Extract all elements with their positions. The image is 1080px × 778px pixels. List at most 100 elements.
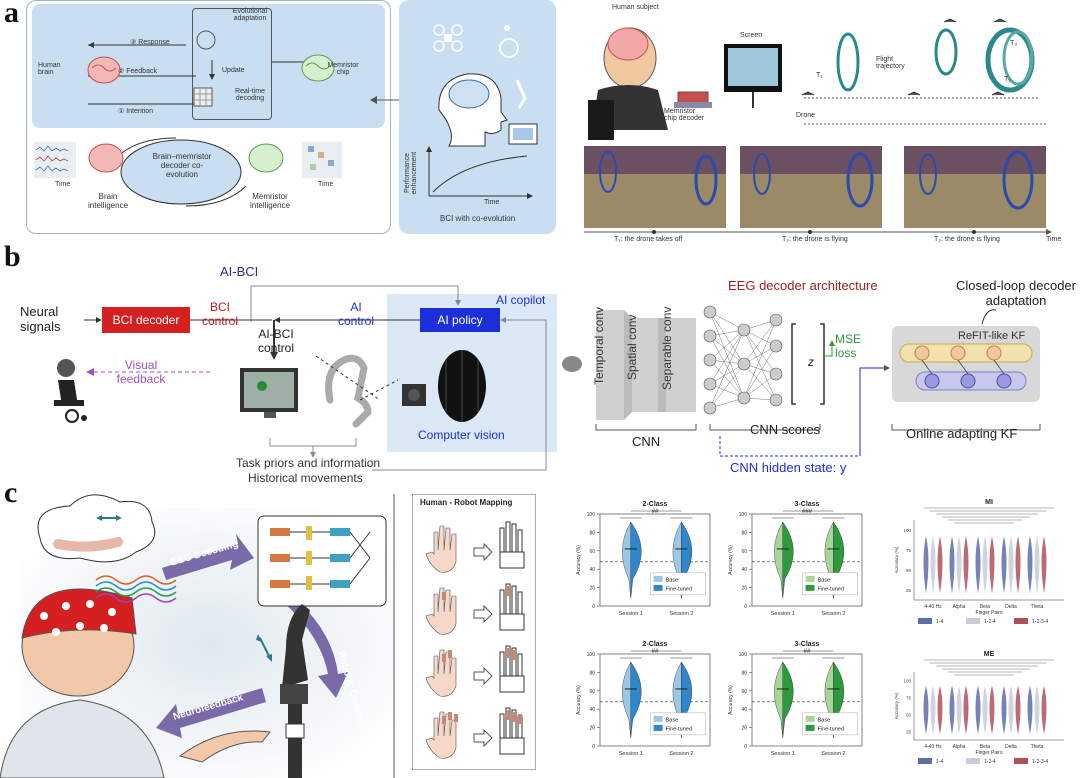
y-tick-label: 100: [587, 652, 596, 658]
visual-feedback-label: Visual feedback: [116, 358, 166, 386]
coevolution-label: Brain–memristor decoder co-evolution: [152, 152, 212, 179]
x-tick-label: Session 1: [619, 611, 643, 617]
chart-frame: [751, 513, 863, 607]
memristor-intelligence-label: Memristor intelligence: [249, 192, 291, 210]
eeg-architecture: [562, 305, 1041, 457]
human-subject-label: Human subject: [612, 4, 659, 11]
x-tick-label: Alpha: [953, 744, 966, 750]
x-tick-label: 4-40 Hz: [924, 744, 942, 750]
separable-conv-label: Separable conv: [660, 306, 674, 390]
hidden-state-label: CNN hidden state: y: [730, 460, 847, 475]
violin-finetuned: [630, 661, 642, 739]
loop-arrows: [34, 30, 342, 207]
legend-swatch: [805, 724, 815, 731]
brain-intelligence-label: Brain intelligence: [88, 192, 129, 210]
historical-movements-label: Historical movements: [248, 471, 363, 485]
y-tick-label: 0: [592, 604, 595, 610]
y-tick-label: 80: [741, 530, 747, 536]
violin-finetuned: [782, 661, 794, 739]
y-tick-label: 60: [741, 689, 747, 695]
violin-base: [774, 521, 783, 599]
y-tick-label: 20: [589, 586, 595, 592]
x-tick-label: 4-40 Hz: [924, 604, 942, 610]
violin-1-2-3-4: [1015, 685, 1021, 735]
y-tick-label: 40: [741, 567, 747, 573]
bci-control-label: BCI control: [201, 300, 239, 328]
connector-arrow: [370, 96, 402, 104]
chart-frame: [599, 513, 711, 607]
screen-label: Screen: [740, 32, 763, 39]
y-tick-label: 75: [906, 696, 912, 701]
y-tick-label: 80: [589, 670, 595, 676]
legend-label: Fine-tuned: [818, 726, 844, 732]
caption-t2: T₂: the drone is flying: [782, 236, 848, 243]
y-tick-label: 0: [592, 744, 595, 750]
eeg-robot-illustration: [0, 494, 400, 778]
y-axis-label: Accuracy (%): [894, 692, 899, 719]
legend-label: Base: [666, 577, 679, 583]
y-tick-label: 60: [589, 689, 595, 695]
legend-swatch: [653, 724, 663, 731]
y-tick-label: 40: [589, 707, 595, 713]
legend-swatch: [653, 715, 663, 722]
finger-mapping: [425, 521, 525, 759]
violin-1-2-4: [930, 536, 936, 594]
mapping-box: [412, 494, 536, 770]
bci-illustration: [426, 24, 538, 199]
legend-label: 1-4: [936, 619, 943, 625]
chart-significance: ##: [652, 649, 659, 655]
x-tick-label: Theta: [1031, 604, 1044, 610]
violin-1-2-4: [956, 685, 962, 735]
memristor-decoder-label: Memristor chip decoder: [664, 108, 705, 122]
y-tick-label: 75: [906, 548, 912, 553]
legend-title: Finger Pairs: [976, 750, 1003, 756]
violin-finetuned: [630, 521, 642, 599]
x-tick-label: Delta: [1005, 604, 1017, 610]
y-tick-label: 100: [739, 652, 748, 658]
panel-letter-c: c: [4, 476, 18, 509]
violin-1-2-4: [956, 536, 962, 594]
violin-1-4: [975, 536, 981, 594]
violin-1-2-3-4: [937, 685, 943, 735]
chart-title: MI: [985, 499, 993, 506]
x-tick-label: Session 2: [821, 751, 845, 757]
x-tick-label: Session 2: [669, 751, 693, 757]
legend-label: 1-2-3-4: [1032, 759, 1048, 765]
violin-1-4: [1001, 536, 1007, 594]
y-tick-label: 100: [903, 679, 911, 684]
y-axis-label: Accuracy (%): [728, 545, 734, 575]
legend-swatch: [653, 584, 663, 591]
legend-swatch: [966, 618, 980, 624]
bci-caption: BCI with co-evolution: [440, 214, 516, 223]
t1-label: T₁: [816, 72, 823, 79]
computer-vision-label: Computer vision: [418, 428, 505, 442]
time-right-label: Time: [318, 181, 334, 188]
legend-box: [802, 572, 858, 596]
violin-base: [774, 661, 783, 739]
memristor-chip-label: Memristor chip: [327, 62, 359, 76]
y-tick-label: 40: [741, 707, 747, 713]
violin-1-4: [1027, 536, 1033, 594]
human-brain-label: Human brain: [38, 62, 61, 76]
eeg-decoder-title: EEG decoder architecture: [728, 278, 878, 293]
legend-label: Base: [818, 717, 831, 723]
y-tick-label: 20: [741, 586, 747, 592]
x-tick-label: Session 1: [771, 751, 795, 757]
spatial-conv-label: Spatial conv: [625, 314, 639, 380]
y-tick-label: 50: [906, 713, 912, 718]
time-left-label: Time: [55, 181, 71, 188]
y-axis-label: Accuracy (%): [728, 685, 734, 715]
mse-loss-label: MSE loss: [835, 332, 862, 360]
ai-copilot-label: AI copilot: [496, 293, 546, 307]
memristor-loop-box: [192, 8, 272, 120]
drone-experiment: [584, 18, 1052, 235]
neural-signals-label: Neural signals: [20, 304, 61, 334]
y-tick-label: 100: [903, 528, 911, 533]
intention-label: ① Intention: [118, 108, 154, 115]
violin-1-2-3-4: [963, 685, 969, 735]
y-tick-label: 20: [589, 726, 595, 732]
legend-label: 1-4: [936, 759, 943, 765]
violin-finetuned: [782, 521, 794, 599]
legend-swatch: [805, 575, 815, 582]
